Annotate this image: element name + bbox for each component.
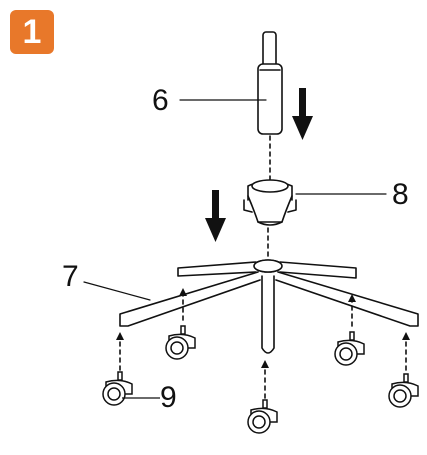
down-arrow-icon	[205, 190, 226, 242]
column-cover-icon	[243, 179, 297, 226]
caster-insert-lines	[119, 291, 407, 399]
callout-base: 7	[62, 260, 79, 293]
leader-line-7	[83, 281, 151, 301]
gas-lift-icon	[257, 31, 283, 135]
step-number-badge: 1	[10, 10, 54, 54]
callout-caster: 9	[160, 381, 177, 414]
callout-column-cover: 8	[392, 178, 409, 211]
caster-wheel-icon	[388, 373, 419, 408]
caster-wheel-icon	[102, 371, 133, 406]
caster-wheel-icon	[334, 331, 365, 366]
caster-wheel-icon	[165, 325, 196, 360]
down-arrow-icon	[292, 88, 313, 140]
caster-wheel-icon	[247, 399, 278, 434]
callout-gas-lift: 6	[152, 84, 169, 117]
star-base-icon	[119, 259, 419, 354]
socket-arrowheads	[116, 288, 410, 368]
